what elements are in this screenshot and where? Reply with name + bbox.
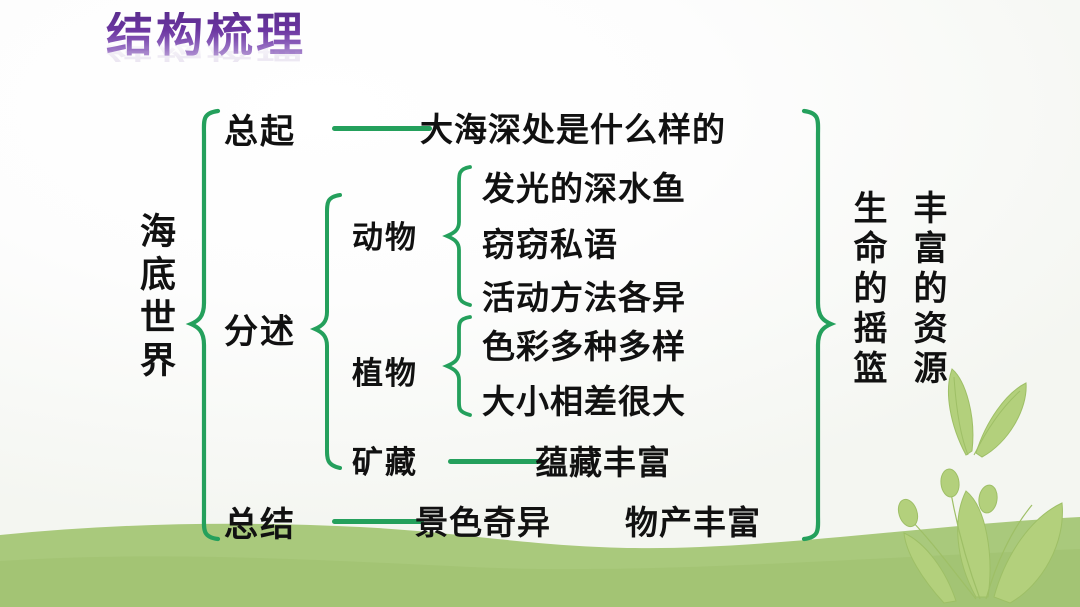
- node-plant-item-1: 色彩多种多样: [482, 327, 686, 366]
- diagram-root-label: 海底世界: [134, 212, 175, 384]
- node-mineral-item-1: 蕴藏丰富: [535, 443, 671, 482]
- node-conclusion-label: 总结: [224, 505, 296, 545]
- connector-intro: [332, 126, 432, 131]
- slide-title-block: 结构梳理 结构梳理: [106, 12, 526, 104]
- node-detail-label: 分述: [224, 312, 296, 352]
- node-outcome-1: 生命的摇篮: [847, 190, 887, 390]
- detail-brace: [309, 190, 344, 474]
- root-brace: [185, 105, 222, 545]
- node-conclusion-item-2: 物产丰富: [625, 503, 761, 542]
- node-animal-item-1: 发光的深水鱼: [482, 169, 686, 208]
- node-animal-item-3: 活动方法各异: [482, 278, 686, 317]
- animal-brace: [442, 162, 474, 310]
- node-mineral-label: 矿藏: [352, 445, 418, 481]
- connector-conclusion: [332, 519, 424, 524]
- node-animal-item-2: 窃窃私语: [482, 225, 618, 264]
- node-animal-label: 动物: [352, 220, 418, 256]
- node-outcome-2: 丰富的资源: [907, 190, 947, 390]
- connector-mineral: [448, 459, 543, 464]
- node-plant-label: 植物: [352, 356, 418, 392]
- node-intro-text: 大海深处是什么样的: [420, 110, 726, 149]
- outcome-brace: [800, 105, 837, 545]
- node-conclusion-item-1: 景色奇异: [415, 503, 551, 542]
- node-plant-item-2: 大小相差很大: [482, 382, 686, 421]
- green-hill-decoration: [0, 517, 1080, 607]
- plant-brace: [442, 312, 474, 420]
- leaf-decoration: [897, 368, 1063, 604]
- node-intro-label: 总起: [224, 112, 296, 152]
- page-title: 结构梳理: [106, 8, 306, 63]
